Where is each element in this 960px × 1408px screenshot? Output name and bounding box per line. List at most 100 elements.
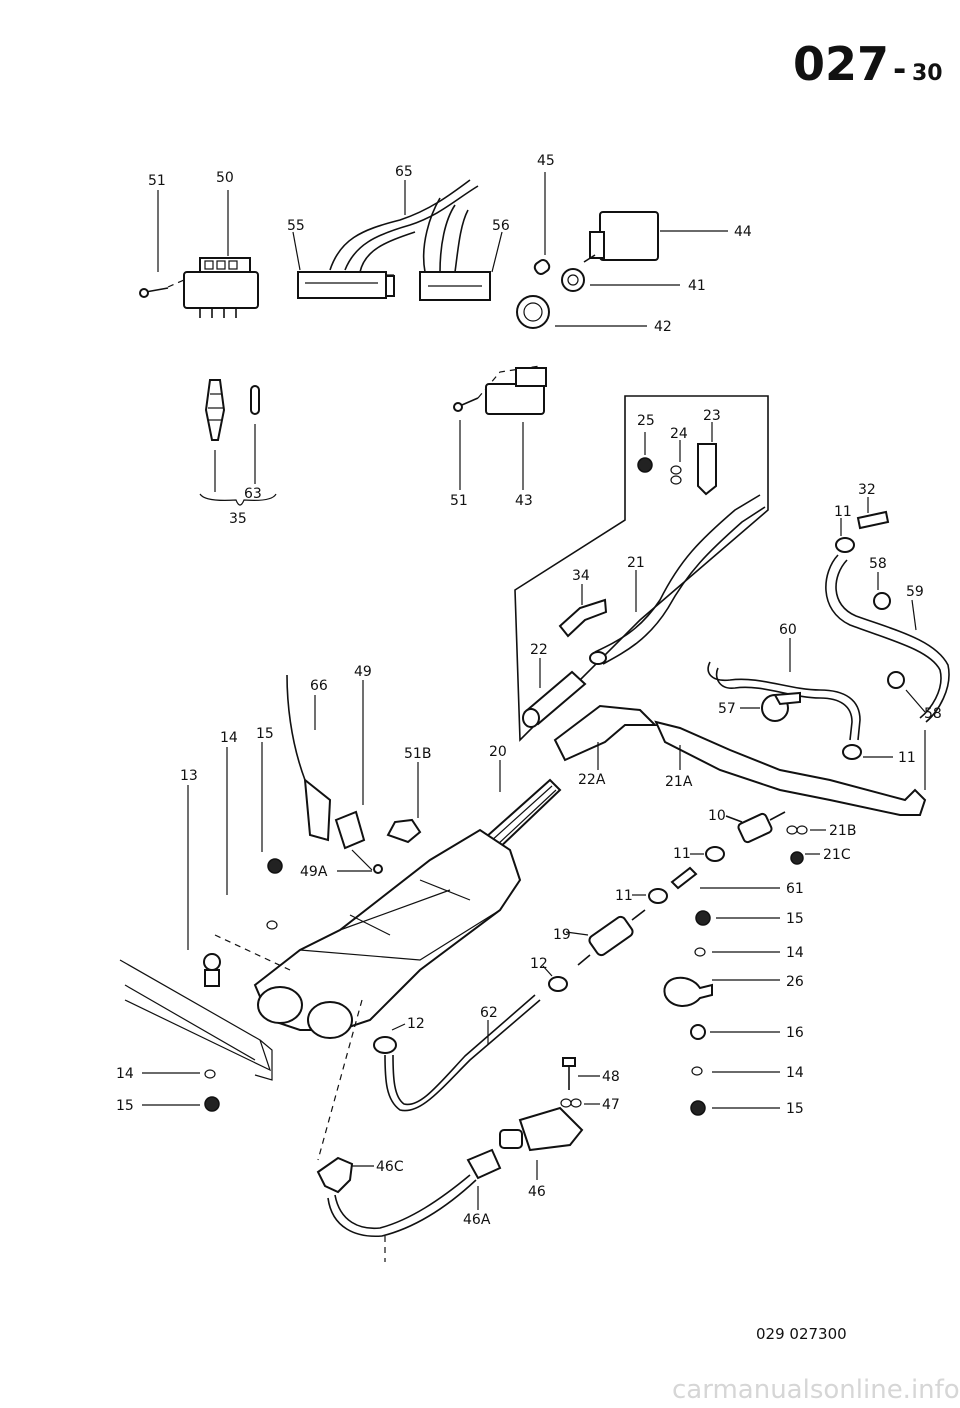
callout-14-right-top: 14 xyxy=(786,945,804,961)
callout-10: 10 xyxy=(708,808,726,824)
callout-25: 25 xyxy=(637,413,655,429)
lens-42 xyxy=(516,295,647,329)
callout-58-right: 58 xyxy=(924,706,942,722)
nut-25 xyxy=(637,432,653,473)
hose-20 xyxy=(483,760,562,854)
pipe-21 xyxy=(589,494,766,665)
callout-14-left: 14 xyxy=(116,1066,134,1082)
callout-42: 42 xyxy=(654,319,672,335)
callout-34: 34 xyxy=(572,568,590,584)
callout-61: 61 xyxy=(786,881,804,897)
washer-14-right-top xyxy=(694,947,780,957)
bolt-48 xyxy=(562,1057,600,1090)
callout-20: 20 xyxy=(489,744,507,760)
washer-47 xyxy=(560,1098,600,1108)
sensor-49 xyxy=(334,680,373,871)
callout-21C: 21C xyxy=(823,847,851,863)
rubber-mount-16 xyxy=(690,1024,780,1040)
callout-22: 22 xyxy=(530,642,548,658)
callout-16: 16 xyxy=(786,1025,804,1041)
callout-47: 47 xyxy=(602,1097,620,1113)
bulb-45 xyxy=(533,172,551,275)
callout-62: 62 xyxy=(480,1005,498,1021)
cable-46A xyxy=(327,1148,502,1262)
page-title-main: 027 xyxy=(793,37,889,91)
pipe-21A xyxy=(654,720,927,816)
relay-50 xyxy=(167,190,259,318)
heater-body xyxy=(253,828,522,1039)
bracket-13 xyxy=(119,785,273,1081)
tube-61 xyxy=(670,866,780,890)
callout-63: 63 xyxy=(244,486,262,502)
callout-51B: 51B xyxy=(404,746,431,762)
pressure-fitting-10 xyxy=(725,811,786,844)
callout-49: 49 xyxy=(354,664,372,680)
callout-21B: 21B xyxy=(829,823,856,839)
callout-15-right-bottom: 15 xyxy=(786,1101,804,1117)
callout-51-middle: 51 xyxy=(450,493,468,509)
callout-14-right-bottom: 14 xyxy=(786,1065,804,1081)
control-unit-43 xyxy=(477,365,547,490)
clamp-34 xyxy=(558,584,608,638)
callout-21A: 21A xyxy=(665,774,693,790)
callout-32: 32 xyxy=(858,482,876,498)
nut-15-upper xyxy=(261,742,283,874)
insert-63 xyxy=(250,385,260,484)
callout-22A: 22A xyxy=(578,772,606,788)
callout-44: 44 xyxy=(734,224,752,240)
page-title-separator: - xyxy=(893,50,906,88)
callout-15-upper: 15 xyxy=(256,726,274,742)
wiring-harness-65 xyxy=(329,179,479,273)
washer-14-upper xyxy=(226,747,278,930)
grommet-58-top xyxy=(873,572,891,610)
fuel-pump-19 xyxy=(565,909,646,966)
washer-14-right-bottom xyxy=(691,1066,780,1076)
glow-plug-35 xyxy=(199,379,277,506)
clip-57 xyxy=(740,691,801,722)
washer-14-left xyxy=(142,1069,216,1079)
nut-15-right-bottom xyxy=(690,1100,780,1116)
callout-45: 45 xyxy=(537,153,555,169)
callout-19: 19 xyxy=(553,927,571,943)
callout-55: 55 xyxy=(287,218,305,234)
washer-21B xyxy=(786,825,826,835)
sleeve-22 xyxy=(522,658,587,728)
sensor-46 xyxy=(499,1106,584,1180)
bracket-23 xyxy=(697,422,717,496)
dashed-guide xyxy=(317,999,363,1161)
callout-50: 50 xyxy=(216,170,234,186)
hose-60 xyxy=(707,638,861,741)
hose-clamp-12-left xyxy=(373,1023,406,1054)
callout-66: 66 xyxy=(310,678,328,694)
watermark: carmanualsonline.info xyxy=(672,1375,960,1405)
page-title-sub: 30 xyxy=(912,61,943,86)
sensor-49A xyxy=(337,864,383,874)
callout-11-top: 11 xyxy=(834,504,852,520)
callout-11-right: 11 xyxy=(898,750,916,766)
washer-24 xyxy=(670,440,682,485)
connector-56 xyxy=(419,231,503,301)
connector-55 xyxy=(292,231,395,299)
callout-13: 13 xyxy=(180,768,198,784)
hose-clamp-11-top xyxy=(835,518,855,553)
callout-46: 46 xyxy=(528,1184,546,1200)
callout-23: 23 xyxy=(703,408,721,424)
grommet-58-right xyxy=(887,671,926,713)
pipe-22A xyxy=(553,704,658,770)
callout-49A: 49A xyxy=(300,864,328,880)
callout-46A: 46A xyxy=(463,1212,491,1228)
callout-43: 43 xyxy=(515,493,533,509)
figure-code: 029 027300 xyxy=(756,1325,847,1343)
t-piece-32 xyxy=(856,497,890,530)
callout-65: 65 xyxy=(395,164,413,180)
screw-51-middle xyxy=(453,397,479,490)
callout-48: 48 xyxy=(602,1069,620,1085)
callout-51-top: 51 xyxy=(148,173,166,189)
callout-12-left: 12 xyxy=(407,1016,425,1032)
hose-clamp-12-right xyxy=(542,965,568,992)
callout-59: 59 xyxy=(906,584,924,600)
callout-56: 56 xyxy=(492,218,510,234)
clamp-26 xyxy=(663,976,780,1007)
callout-12-right: 12 xyxy=(530,956,548,972)
